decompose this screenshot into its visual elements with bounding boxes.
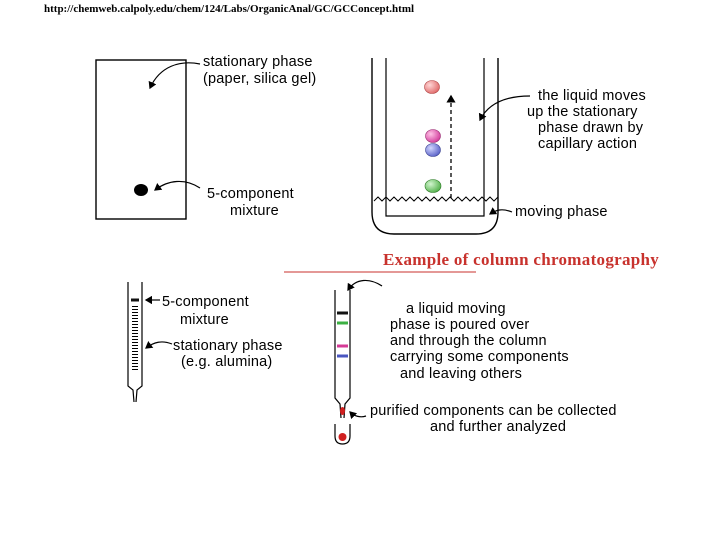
poured-label-4: carrying some components	[390, 349, 569, 365]
poured-arrow	[347, 279, 383, 291]
column-1-stationary-arrow	[145, 341, 173, 349]
column-2	[334, 290, 351, 419]
liquid-moves-label-4: capillary action	[538, 136, 638, 152]
purified-arrow	[349, 411, 367, 420]
mixture-spot	[134, 184, 148, 196]
collection-flask	[334, 424, 351, 445]
purified-label-2: and further analyzed	[430, 419, 567, 435]
mixture-arrow	[154, 180, 201, 191]
red-spot	[424, 80, 440, 94]
column-stationary-label: stationary phase	[173, 338, 283, 354]
column-1	[127, 282, 143, 403]
column-stationary-label-2: (e.g. alumina)	[181, 354, 273, 370]
developing-tank	[371, 58, 499, 235]
liquid-moves-label: the liquid moves	[538, 88, 646, 104]
blue-spot	[425, 143, 441, 157]
liquid-moves-label-3: phase drawn by	[538, 120, 644, 136]
poured-label-3: and through the column	[390, 333, 547, 349]
dripping-drop	[340, 407, 345, 415]
stationary-arrow	[148, 62, 201, 90]
poured-label-5: and leaving others	[400, 366, 523, 382]
column-mixture-label: 5-component	[162, 294, 249, 310]
moving-phase-arrow	[489, 207, 513, 215]
purified-label: purified components can be collected	[370, 403, 617, 419]
stationary-phase-label: stationary phase	[203, 54, 313, 70]
magenta-spot	[425, 129, 441, 143]
mixture-label: 5-component	[207, 186, 294, 202]
column-mixture-label-2: mixture	[180, 312, 229, 328]
liquid-moves-label-2: up the stationary	[527, 104, 638, 120]
mixture-label-2: mixture	[230, 203, 279, 219]
liquid-arrow	[478, 95, 531, 122]
column-heading: Example of column chromatography	[383, 250, 660, 269]
source-url: http://chemweb.calpoly.edu/chem/124/Labs…	[44, 3, 415, 15]
poured-label-2: phase is poured over	[390, 317, 530, 333]
green-spot	[424, 179, 442, 193]
stationary-phase-examples-label: (paper, silica gel)	[203, 71, 317, 87]
moving-phase-label: moving phase	[515, 204, 608, 220]
poured-label: a liquid moving	[406, 301, 506, 317]
solvent-line	[373, 196, 499, 202]
paper-in-tank	[385, 58, 485, 217]
collected-drop	[338, 433, 347, 441]
